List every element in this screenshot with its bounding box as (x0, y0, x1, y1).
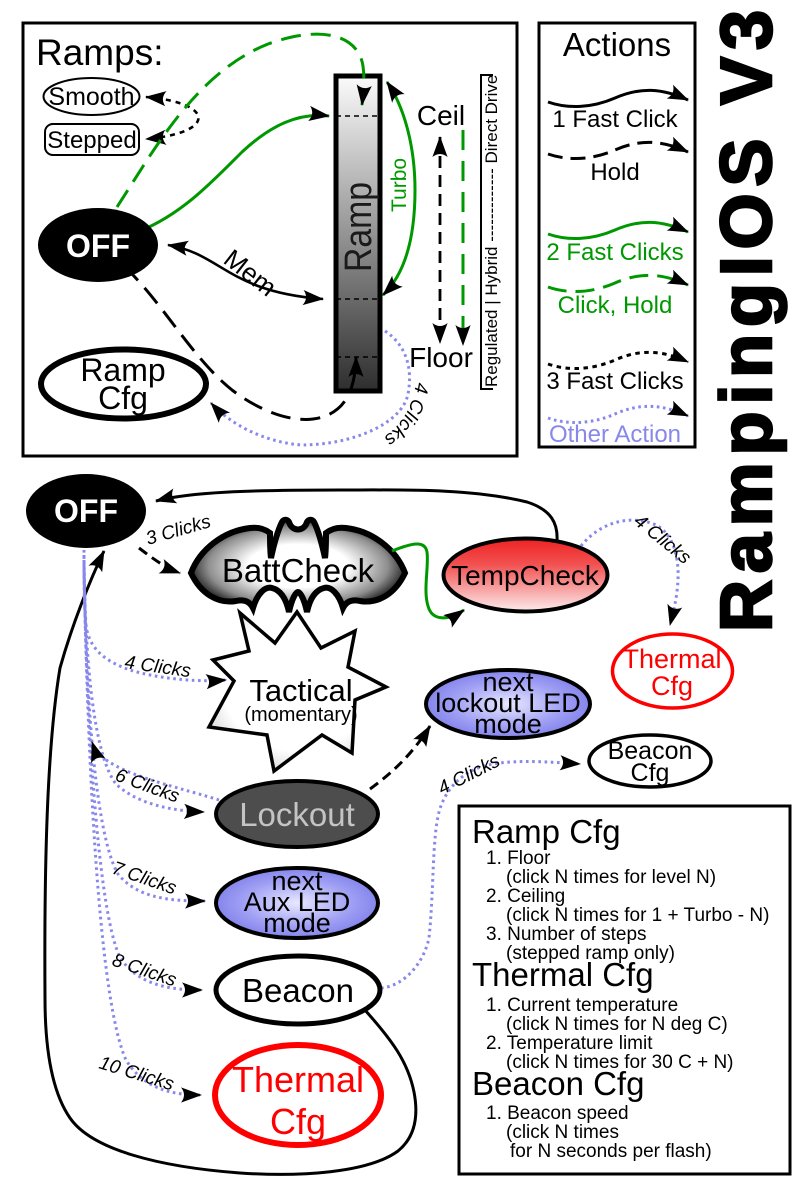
svg-text:Beacon: Beacon (242, 972, 354, 1009)
svg-text:TempCheck: TempCheck (451, 560, 600, 591)
svg-text:7 Clicks: 7 Clicks (109, 858, 179, 900)
svg-text:Ramp: Ramp (80, 352, 165, 388)
svg-text:Ramps:: Ramps: (36, 32, 163, 73)
svg-text:(click N times for N deg C): (click N times for N deg C) (506, 1014, 728, 1035)
svg-text:3 Fast Clicks: 3 Fast Clicks (546, 368, 683, 395)
svg-text:Actions: Actions (563, 26, 671, 63)
svg-text:Turbo: Turbo (388, 158, 411, 212)
svg-text:(click N times for 1 + Turbo -: (click N times for 1 + Turbo - N) (506, 905, 769, 926)
svg-text:4 Clicks: 4 Clicks (435, 750, 504, 799)
svg-text:Tactical: Tactical (249, 673, 352, 708)
svg-text:Thermal: Thermal (622, 644, 721, 674)
svg-text:1. Beacon speed: 1. Beacon speed (486, 1103, 629, 1124)
svg-text:Beacon Cfg: Beacon Cfg (472, 1065, 644, 1102)
svg-text:Beacon: Beacon (608, 737, 693, 765)
svg-text:Mem: Mem (218, 243, 282, 302)
svg-text:10 Clicks: 10 Clicks (97, 1053, 177, 1096)
svg-text:Other Action: Other Action (549, 421, 681, 448)
svg-text:Cfg: Cfg (631, 759, 670, 787)
svg-text:3 Clicks: 3 Clicks (144, 511, 214, 550)
svg-text:OFF: OFF (54, 493, 118, 529)
svg-text:(click N times for level N): (click N times for level N) (506, 867, 716, 888)
svg-text:BattCheck: BattCheck (222, 552, 375, 589)
svg-text:2. Temperature limit: 2. Temperature limit (486, 1033, 653, 1054)
svg-text:Cfg: Cfg (270, 1101, 326, 1142)
svg-text:(momentary): (momentary) (244, 704, 357, 726)
svg-text:Stepped: Stepped (47, 127, 136, 154)
svg-text:(click N times: (click N times (506, 1122, 619, 1143)
svg-text:1. Floor: 1. Floor (486, 848, 551, 869)
svg-text:2. Ceiling: 2. Ceiling (486, 886, 565, 907)
svg-text:4 Clicks: 4 Clicks (123, 652, 192, 682)
svg-text:Ramp Cfg: Ramp Cfg (472, 813, 621, 850)
svg-text:Lockout: Lockout (239, 796, 355, 833)
svg-text:next: next (271, 866, 323, 896)
svg-text:Smooth: Smooth (48, 83, 134, 111)
svg-text:Aux LED: Aux LED (244, 887, 351, 917)
svg-text:Ceil: Ceil (417, 100, 465, 131)
svg-text:Floor: Floor (409, 342, 473, 373)
svg-text:OFF: OFF (66, 228, 130, 264)
svg-text:Thermal Cfg: Thermal Cfg (472, 956, 654, 993)
svg-text:8 Clicks: 8 Clicks (109, 950, 179, 992)
svg-text:1. Current temperature: 1. Current temperature (486, 995, 678, 1016)
svg-text:Regulated | Hybrid -----------: Regulated | Hybrid ------------- Direct … (482, 75, 501, 387)
svg-text:next: next (482, 667, 534, 697)
svg-text:Thermal: Thermal (232, 1059, 364, 1100)
svg-text:1 Fast Click: 1 Fast Click (552, 106, 678, 133)
svg-text:Ramp: Ramp (338, 182, 380, 272)
svg-text:Click, Hold: Click, Hold (558, 292, 673, 319)
svg-text:4 Clicks: 4 Clicks (380, 381, 432, 450)
svg-text:RampingIOS V3: RampingIOS V3 (707, 10, 787, 632)
svg-text:mode: mode (263, 908, 331, 938)
svg-text:for N seconds per flash): for N seconds per flash) (510, 1141, 712, 1162)
svg-text:Hold: Hold (590, 159, 639, 186)
svg-text:(stepped ramp only): (stepped ramp only) (506, 943, 675, 964)
svg-text:lockout LED: lockout LED (435, 688, 581, 718)
svg-text:Cfg: Cfg (651, 671, 693, 701)
svg-text:4 Clicks: 4 Clicks (630, 511, 695, 569)
svg-text:(click N times for 30 C + N): (click N times for 30 C + N) (506, 1052, 734, 1073)
svg-text:3. Number of steps: 3. Number of steps (486, 924, 647, 945)
svg-text:mode: mode (474, 709, 542, 739)
svg-text:Cfg: Cfg (98, 380, 148, 416)
svg-text:2 Fast Clicks: 2 Fast Clicks (546, 239, 683, 266)
svg-text:6 Clicks: 6 Clicks (112, 765, 182, 808)
